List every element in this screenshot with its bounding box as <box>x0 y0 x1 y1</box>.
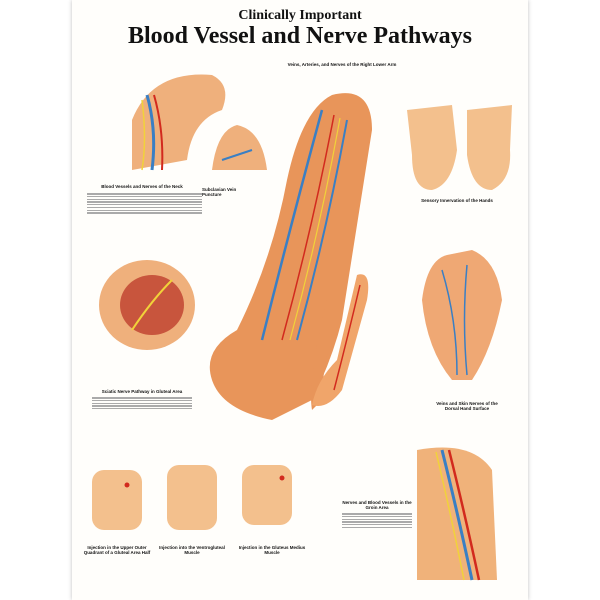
neck-body-text <box>87 192 202 215</box>
injection-ventrogluteal-heading: Injection into the Ventrogluteal Muscle <box>159 545 225 555</box>
groin-illustration <box>417 447 497 581</box>
neck-heading: Blood Vessels and Nerves of the Neck <box>101 184 183 189</box>
anatomy-poster: Clinically Important Blood Vessel and Ne… <box>72 0 528 600</box>
injection-illustrations <box>92 465 292 530</box>
groin-body-text <box>342 512 412 530</box>
gluteal-illustration <box>99 260 195 350</box>
subclavian-illustration <box>212 125 267 170</box>
sciatic-body-text <box>92 396 192 411</box>
anatomy-illustrations <box>92 74 512 581</box>
forearm-small-illustration <box>312 274 369 406</box>
injection-upper-outer-heading: Injection in the Upper Outer Quadrant of… <box>83 545 151 555</box>
arm-heading: Veins, Arteries, and Nerves of the Right… <box>287 62 397 67</box>
subclavian-heading: Subclavian Vein Puncture <box>202 187 237 197</box>
sciatic-heading: Sciatic Nerve Pathway in Gluteal Area <box>101 389 183 394</box>
injection-gluteus-medius-heading: Injection in the Gluteus Medius Muscle <box>238 545 306 555</box>
groin-heading: Nerves and Blood Vessels in the Groin Ar… <box>342 500 412 510</box>
poster-subtitle: Clinically Important <box>238 8 362 23</box>
dorsal-hand-illustration <box>422 250 502 380</box>
lower-arm-illustration <box>209 93 372 420</box>
dorsal-heading: Veins and Skin Nerves of the Dorsal Hand… <box>436 401 498 411</box>
sensory-hands-illustration <box>407 105 512 190</box>
hands-heading: Sensory Innervation of the Hands <box>421 198 493 203</box>
poster-title: Blood Vessel and Nerve Pathways <box>127 23 473 49</box>
neck-illustration <box>132 74 226 171</box>
